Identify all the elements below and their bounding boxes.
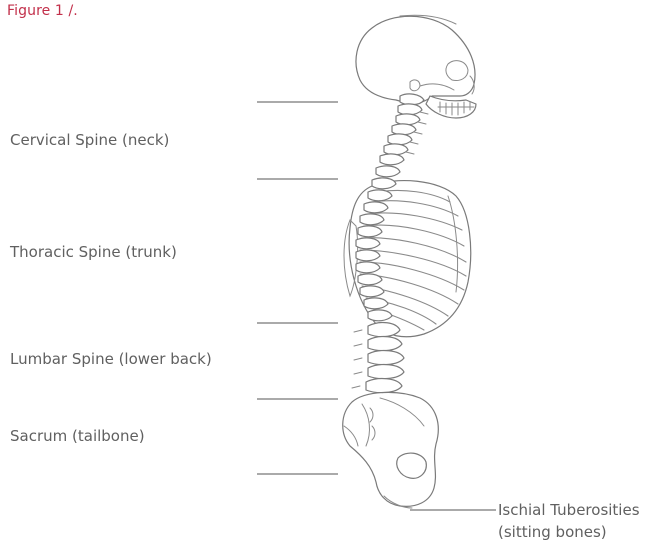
cervical-vertebrae: [380, 94, 428, 165]
ischial-label-line1: Ischial Tuberosities: [498, 499, 640, 521]
ischial-label: Ischial Tuberosities (sitting bones): [498, 499, 640, 543]
pelvis: [343, 392, 439, 508]
ischial-label-line2: (sitting bones): [498, 521, 640, 543]
lumbar-vertebrae: [352, 323, 404, 393]
region-label-thoracic: Thoracic Spine (trunk): [10, 243, 177, 261]
region-label-cervical: Cervical Spine (neck): [10, 131, 169, 149]
region-label-lumbar: Lumbar Spine (lower back): [10, 350, 212, 368]
region-label-sacrum: Sacrum (tailbone): [10, 427, 145, 445]
